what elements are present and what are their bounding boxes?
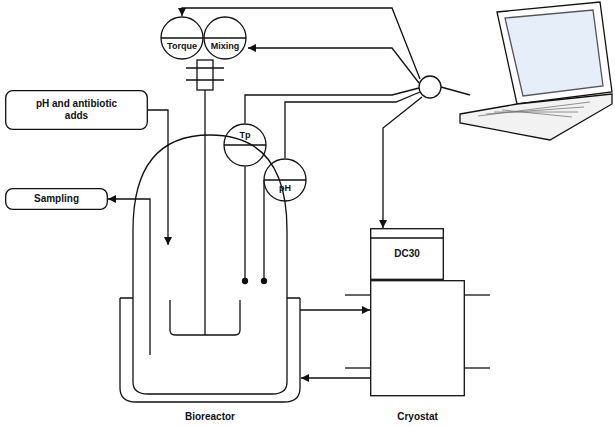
gauge-circle — [204, 17, 246, 59]
impeller — [170, 300, 240, 335]
connector — [148, 110, 168, 245]
node-label: DC30 — [370, 248, 444, 260]
node-outline — [203, 16, 247, 60]
node-label: Cryostat — [370, 411, 465, 423]
rounded-box — [6, 189, 108, 210]
signal-line — [441, 87, 470, 95]
keyboard-row — [502, 110, 572, 117]
probe-tip — [262, 279, 267, 284]
signal-line — [285, 92, 420, 158]
node-outline — [110, 125, 310, 424]
gauge-divider — [161, 37, 203, 38]
gauge-divider — [264, 179, 306, 180]
node-outline — [263, 158, 307, 202]
node-label: Bioreactor — [110, 411, 310, 423]
cooling-jacket — [120, 298, 300, 402]
laptop-base — [460, 94, 612, 140]
gauge-divider — [204, 37, 246, 38]
sensor-circle: pH — [263, 158, 307, 202]
cryostat-box — [371, 281, 465, 396]
device-box: pH and antibiotic adds — [5, 90, 148, 130]
shaft-coupling — [197, 60, 213, 90]
laptop-lid — [497, 2, 612, 104]
cryostat-line — [345, 294, 370, 295]
signal-line — [383, 97, 422, 228]
node-label: pH and antibiotic adds — [27, 98, 127, 122]
gauge-circle — [224, 124, 266, 166]
connector — [108, 199, 150, 355]
junction — [419, 76, 441, 98]
coupling-bar — [186, 79, 224, 80]
bioreactor-vessel: Bioreactor — [110, 125, 310, 424]
gauge-circle — [264, 159, 306, 201]
vessel-wall — [133, 135, 287, 394]
keyboard-row — [494, 112, 578, 113]
device-box: DC30 — [370, 228, 444, 280]
cryostat-line — [465, 294, 490, 295]
device-box: Cryostat — [370, 280, 465, 424]
connector — [244, 167, 245, 279]
sensor-circle: Torque — [160, 16, 204, 60]
connector — [300, 309, 370, 310]
gauge-divider — [224, 144, 266, 145]
gauge-circle — [161, 17, 203, 59]
sensor-circle: Mixing — [203, 16, 247, 60]
connector — [301, 377, 370, 378]
stirrer-shaft — [204, 90, 205, 335]
controller-box — [371, 229, 444, 280]
node-label: pH — [263, 183, 307, 194]
probe-tip — [243, 279, 248, 284]
controller-strip — [371, 237, 444, 238]
node-label: Sampling — [34, 193, 79, 205]
laptop-screen — [505, 10, 603, 96]
node-label: Tp — [223, 130, 267, 141]
node-outline — [370, 280, 465, 424]
node-outline — [160, 16, 204, 60]
coupling-bar — [186, 67, 224, 68]
signal-line — [248, 48, 419, 83]
cryostat-line — [465, 367, 490, 368]
rounded-box — [6, 91, 148, 130]
cryostat-line — [345, 367, 370, 368]
node-label: Mixing — [203, 41, 247, 52]
device-box: Sampling — [5, 188, 108, 210]
signal-line — [245, 88, 419, 123]
sensor-circle: Tp — [223, 123, 267, 167]
connector — [263, 180, 264, 279]
signal-line — [182, 8, 420, 79]
node-outline — [223, 123, 267, 167]
keyboard-row — [478, 102, 590, 116]
node-label: Torque — [160, 41, 204, 52]
